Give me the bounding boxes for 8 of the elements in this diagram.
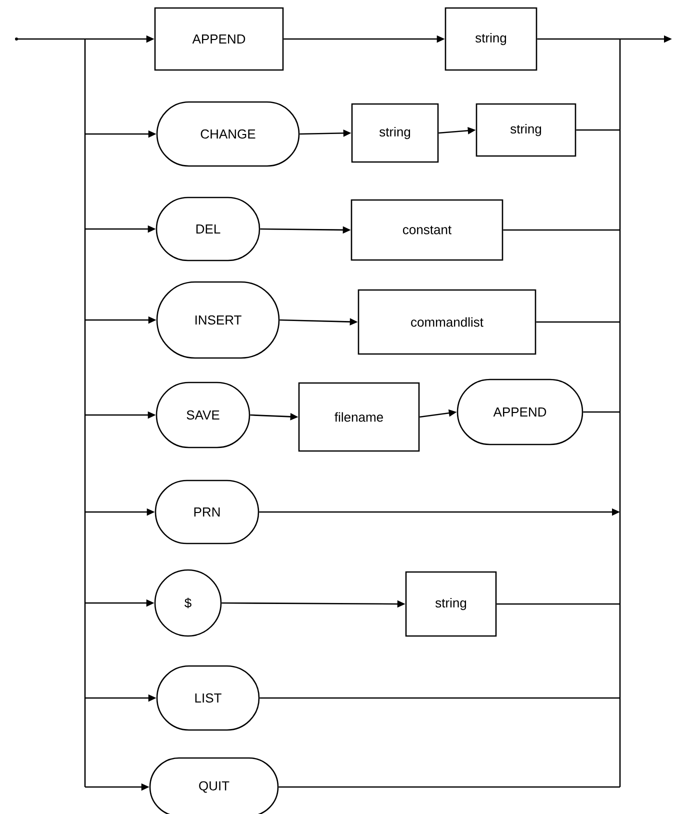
nonterminal-box: constant [350, 199, 504, 261]
nonterminal-box: APPEND [154, 7, 284, 71]
nonterminal-box: string [476, 103, 576, 157]
nonterminal-box: filename [298, 382, 420, 452]
nonterminal-box: string [405, 571, 497, 637]
nonterminal-box: commandlist [358, 289, 536, 355]
nonterminal-box: string [351, 103, 439, 163]
nonterminal-box: string [444, 7, 538, 71]
